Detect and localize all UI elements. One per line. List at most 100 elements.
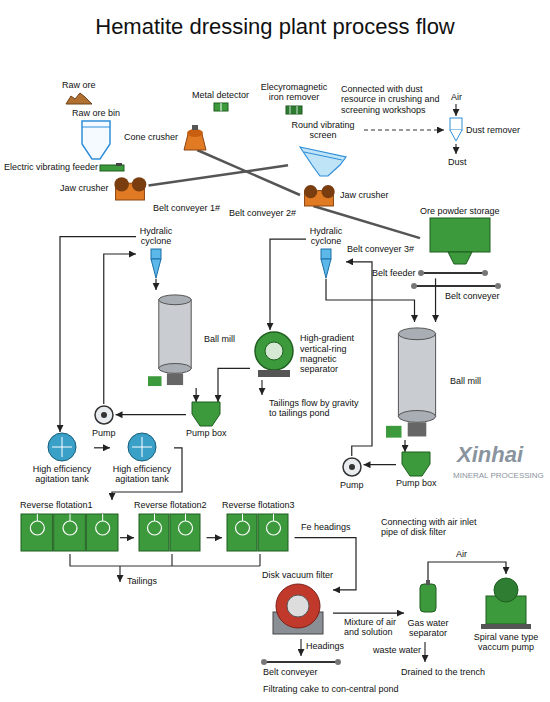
pipe-connector [196, 388, 197, 402]
connector-label: Air [455, 549, 468, 559]
equipment-icon [418, 269, 488, 277]
connector-label: Mixture of air and solution [343, 617, 403, 638]
pipe-connector [435, 278, 436, 322]
equipment-icon [93, 404, 115, 426]
connector-group [60, 150, 506, 613]
equipment-icon [300, 184, 338, 206]
equipment-label: Ore powder storage [420, 206, 500, 216]
label-group: Gas water separator [404, 618, 452, 639]
pump-box-body [192, 402, 220, 426]
belt-unit: Belt feeder [372, 268, 488, 278]
equipment-label: High efficiency agitation tank [110, 464, 174, 485]
equipment-icon [20, 512, 120, 552]
pump-casing [95, 406, 113, 424]
flotation-shaft [273, 514, 274, 521]
note-label: Dust [447, 157, 468, 167]
equipment-label: Round vibrating screen [288, 120, 358, 141]
note-label: Belt conveyer [444, 291, 501, 301]
note-label: Drained to the trench [400, 667, 486, 677]
equipment-label: Pump [92, 428, 116, 438]
pipe-connector [104, 254, 136, 404]
label-group: Raw ore bin [72, 108, 120, 118]
label-group: Jaw crusher [340, 190, 389, 200]
pipe-connector [60, 237, 136, 432]
flotation-cell [21, 514, 53, 551]
equipment-label: Disk vacuum filter [262, 570, 333, 580]
label-group: Ore powder storage [420, 206, 500, 216]
label-group: Electric vibrating feeder [4, 162, 98, 172]
equipment-label: Reverse flotation3 [222, 500, 295, 510]
equipment-label: Pump [340, 480, 364, 490]
note-label: Headings [305, 641, 345, 651]
mill-unit: Ball mill [148, 290, 235, 388]
equipment-label: Spiral vane type vaccum pump [468, 632, 544, 653]
pipe-connector [333, 613, 404, 614]
equipment-label: Reverse flotation2 [134, 500, 207, 510]
filter-disk [276, 584, 320, 628]
equipment-label: Jaw crusher [340, 190, 389, 200]
equipment-icon [138, 512, 202, 552]
screen-body [300, 147, 346, 176]
flotation-rotor [236, 521, 250, 535]
label-group: Disk vacuum filter [262, 570, 333, 580]
tank-blade [62, 437, 63, 457]
label-group: High efficiency agitation tank [30, 464, 94, 485]
equipment-icon [285, 105, 303, 115]
label-group: Reverse flotation2 [134, 500, 207, 510]
mill-outlet [167, 373, 183, 385]
pipe-connector [404, 440, 405, 452]
note-label: Tailings [126, 576, 158, 586]
roller [418, 270, 424, 276]
gws-unit: Gas water separator [404, 580, 452, 639]
equipment-label: Pump box [186, 428, 227, 438]
note-label: Connecting with air inlet pipe of disk f… [380, 517, 494, 538]
equipment-label: Elecyromagnetic iron remover [258, 82, 330, 103]
belt-conveyer [197, 150, 300, 195]
flotation-cell [170, 514, 200, 551]
filter-unit: Disk vacuum filter [262, 570, 333, 636]
mill-motor [148, 376, 162, 386]
mill-outlet [408, 422, 427, 436]
cyclone-unit: Hydralic cyclone [306, 226, 346, 279]
ore-pile [66, 93, 92, 104]
dust-cone [450, 130, 462, 141]
label-group: Belt feeder [372, 268, 416, 278]
screen-deck [304, 152, 342, 160]
tailings-pipe [261, 380, 262, 395]
air-pipe [455, 104, 456, 116]
separator-ring [255, 332, 293, 370]
screen-unit: Round vibrating screen [288, 120, 358, 177]
cells2-unit: Reverse flotation3 [222, 500, 295, 552]
equipment-icon [298, 143, 348, 177]
mill-cap [398, 411, 435, 423]
flotation-rotor [148, 521, 162, 535]
pump-impeller [101, 412, 107, 418]
equipment-label: Raw ore bin [72, 108, 120, 118]
tailings-collector [259, 554, 260, 566]
label-group: Raw ore [62, 80, 96, 90]
vpump-unit: Spiral vane type vaccum pump [468, 574, 544, 653]
pipe-connector [155, 279, 156, 290]
pipe-connector [94, 447, 110, 448]
equipment-label: Raw ore [62, 80, 96, 90]
mill-shell [159, 300, 191, 369]
pipe-connector [218, 368, 250, 402]
magnet-mark [297, 106, 298, 114]
detector-unit: Metal detector [192, 90, 249, 112]
flotation-rotor [96, 521, 110, 535]
mill-unit: Ball mill [386, 322, 481, 440]
dust-body [450, 118, 462, 130]
label-group: High efficiency agitation tank [110, 464, 174, 485]
label-group: High-gradient vertical-ring magnetic sep… [300, 333, 362, 374]
jaw-unit: Jaw crusher [300, 184, 389, 206]
cyclone-cone [151, 259, 161, 278]
label-group: Cone crusher [124, 132, 178, 142]
detector-body [214, 103, 228, 111]
equipment-icon [111, 176, 149, 200]
dust-unit: Dust remover [448, 118, 520, 142]
separator-vessel [420, 584, 436, 612]
storage-hopper [448, 252, 472, 264]
label-group: Pump [340, 480, 364, 490]
flotation-rotor [30, 521, 44, 535]
